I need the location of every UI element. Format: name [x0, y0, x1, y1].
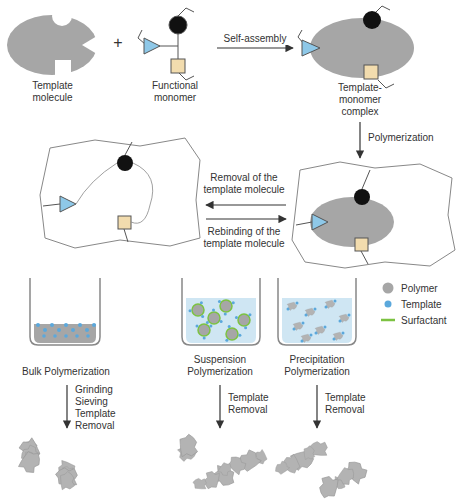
connector-arrow	[217, 47, 293, 48]
template-molecule-node: Template molecule	[5, 6, 100, 104]
legend-row: Template	[380, 296, 447, 312]
legend-swatch	[380, 298, 396, 310]
legend-text: Polymer	[401, 283, 438, 294]
arrow	[359, 122, 360, 158]
beaker-contents	[36, 300, 351, 343]
precipitation-beaker	[278, 278, 356, 345]
edge-label: Self-assembly	[222, 33, 289, 45]
step-label: Polymerization	[368, 132, 463, 144]
step-label: Template Removal	[228, 392, 288, 416]
legend: PolymerTemplateSurfactant	[380, 280, 447, 328]
arrow	[219, 385, 220, 428]
arrow	[316, 385, 317, 428]
legend-row: Surfactant	[380, 312, 447, 328]
legend-text: Surfactant	[401, 315, 447, 326]
bulk-polymerization-node: Bulk Polymerization	[18, 272, 114, 378]
legend-swatch	[380, 282, 396, 294]
complex-node: Template- monomer complex	[295, 6, 425, 118]
suspension-beaker	[182, 278, 260, 345]
bulk-beaker	[30, 278, 100, 345]
template-monomer-complex	[298, 6, 414, 88]
node-label: Suspension Polymerization	[175, 354, 265, 378]
step-label: Rebinding of the template molecule	[196, 226, 292, 250]
legend-text: Template	[401, 299, 442, 310]
arrow	[66, 385, 67, 428]
imprinted-polymer-cavity	[40, 138, 200, 248]
node-label: Template- monomer complex	[320, 82, 400, 118]
arrow	[206, 218, 286, 219]
legend-swatch	[380, 314, 396, 326]
step-label: Grinding Sieving Template Removal	[75, 384, 137, 432]
functional-monomer-node: Functional monomer	[135, 6, 215, 104]
node-label: Template molecule	[22, 80, 84, 104]
template-molecule	[7, 6, 97, 76]
suspension-polymerization-node: Suspension Polymerization	[172, 272, 268, 378]
imprinted-polymer	[292, 162, 455, 268]
node-label: Functional monomer	[140, 80, 210, 104]
functional-monomer	[138, 8, 194, 80]
legend-row: Polymer	[380, 280, 447, 296]
plus-sign: +	[108, 34, 128, 52]
step-label: Removal of the template molecule	[196, 172, 292, 196]
node-label: Precipitation Polymerization	[272, 354, 362, 378]
polymer-particles	[15, 433, 371, 500]
precipitation-polymerization-node: Precipitation Polymerization	[269, 272, 365, 378]
node-label: Bulk Polymerization	[22, 366, 110, 378]
step-label: Template Removal	[325, 392, 385, 416]
arrow	[206, 204, 286, 205]
